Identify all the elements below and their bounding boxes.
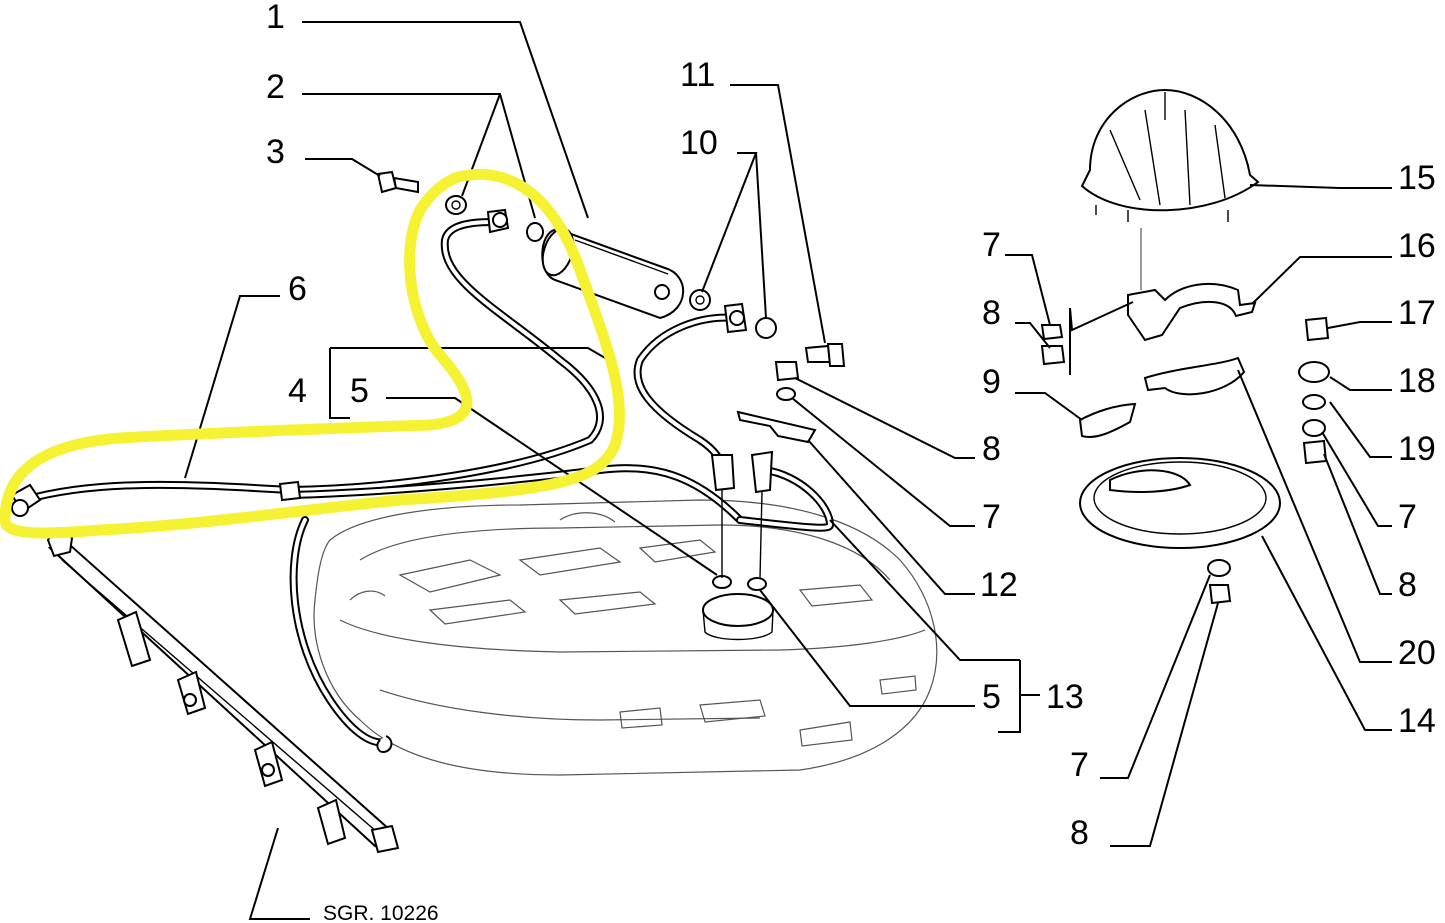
callout-14: 14 <box>1398 702 1436 740</box>
callout-labels: 1 2 3 6 4 5 11 10 15 16 7 8 9 17 18 19 7… <box>266 0 1436 923</box>
callout-19: 19 <box>1398 430 1436 468</box>
callout-8-bottom: 8 <box>1070 814 1089 852</box>
callout-9: 9 <box>982 363 1001 401</box>
callout-13: 13 <box>1046 678 1084 716</box>
callout-6: 6 <box>288 270 307 308</box>
callout-5-upper: 5 <box>350 372 369 410</box>
callout-7-bottom: 7 <box>1070 746 1089 784</box>
callout-10: 10 <box>680 124 718 162</box>
callout-15: 15 <box>1398 159 1436 197</box>
callout-8-right: 8 <box>1398 566 1417 604</box>
callout-5-lower: 5 <box>982 678 1001 716</box>
callout-20: 20 <box>1398 634 1436 672</box>
callout-3: 3 <box>266 133 285 171</box>
callout-18: 18 <box>1398 362 1436 400</box>
callout-12: 12 <box>980 566 1018 604</box>
callout-11: 11 <box>680 56 715 94</box>
callout-8-left: 8 <box>982 294 1001 332</box>
callout-2: 2 <box>266 68 285 106</box>
callout-16: 16 <box>1398 227 1436 265</box>
highlight-outline <box>0 169 626 539</box>
leader-lines <box>184 21 1392 920</box>
fuel-filter <box>541 227 685 320</box>
callout-7-right: 7 <box>1398 498 1417 536</box>
fuel-hoses <box>10 208 834 754</box>
pump-flange <box>702 575 774 641</box>
drawing-reference: SGR. 10226 <box>323 902 439 923</box>
callout-8-mid: 8 <box>982 430 1001 468</box>
fuel-tank <box>313 499 938 776</box>
callout-7-mid: 7 <box>982 498 1001 536</box>
small-parts <box>376 170 846 444</box>
callout-17: 17 <box>1398 294 1436 332</box>
fuel-rail <box>46 532 400 854</box>
callout-7-left: 7 <box>982 226 1001 264</box>
pump-cover-assembly <box>1040 88 1330 605</box>
callout-1: 1 <box>266 0 285 36</box>
callout-4: 4 <box>288 372 307 410</box>
